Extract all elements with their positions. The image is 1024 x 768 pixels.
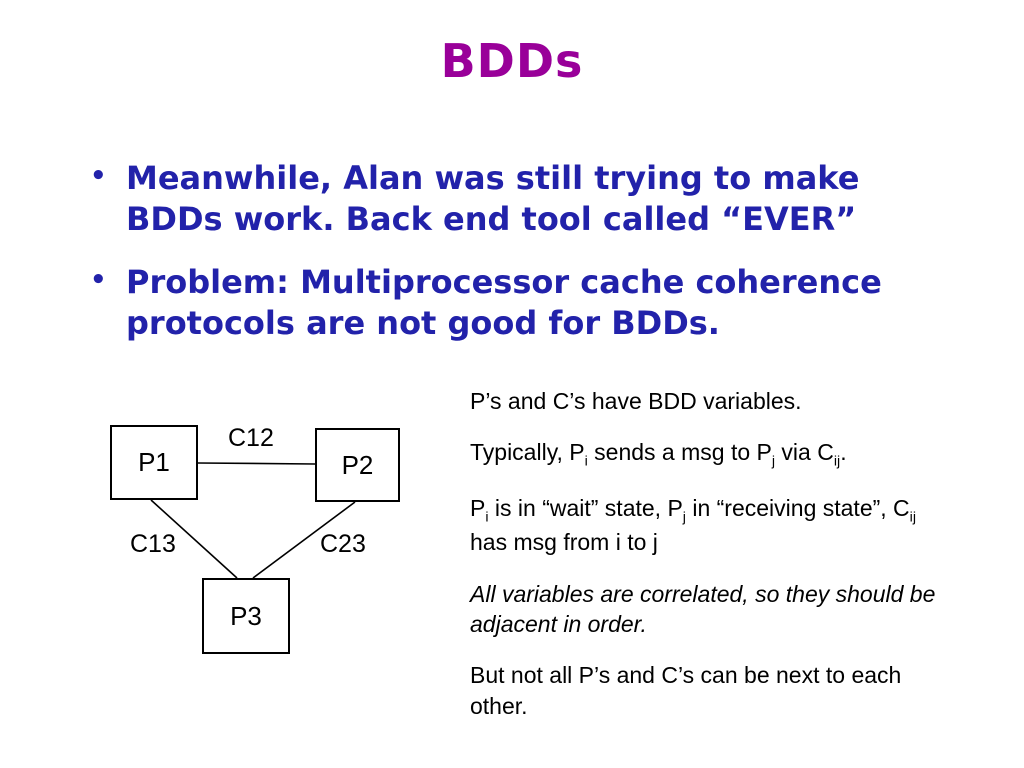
edge-p1-p2: [197, 462, 316, 465]
subscript-i: i: [584, 453, 588, 470]
note-text: has msg from i to j: [470, 529, 658, 556]
note-correlated: All variables are correlated, so they sh…: [470, 580, 936, 637]
bullet-item-meanwhile: • Meanwhile, Alan was still trying to ma…: [88, 158, 948, 240]
processor-triangle-diagram: P1 P2 P3 C12 C13 C23: [0, 380, 460, 710]
node-p3: P3: [202, 578, 290, 654]
edge-label-c12: C12: [228, 424, 274, 452]
note-text: Typically, P: [470, 439, 585, 466]
edge-p1-p3: [150, 499, 238, 579]
node-p2: P2: [315, 428, 400, 502]
note-text: .: [840, 439, 847, 466]
note-text: via C: [775, 439, 834, 466]
note-not-all-adjacent: But not all P’s and C’s can be next to e…: [470, 662, 902, 719]
bullet-item-problem: • Problem: Multiprocessor cache coherenc…: [88, 262, 948, 344]
node-p1: P1: [110, 425, 198, 500]
edge-label-c23: C23: [320, 530, 366, 558]
subscript-ij: ij: [909, 509, 917, 526]
bullet-marker: •: [90, 264, 107, 295]
subscript-j: j: [771, 453, 776, 470]
note-typically: Typically, Pi sends a msg to Pj via Cij.: [470, 437, 950, 471]
edge-label-c13: C13: [130, 530, 176, 558]
subscript-i: i: [485, 509, 489, 526]
note-text: in “receiving state”, C: [685, 494, 910, 521]
bullet-marker: •: [90, 161, 107, 191]
subscript-j: j: [682, 509, 686, 526]
bullet-text: Problem: Multiprocessor cache coherence …: [126, 262, 882, 342]
bullet-list: • Meanwhile, Alan was still trying to ma…: [88, 158, 948, 366]
note-wait-state: Pi is in “wait” state, Pj in “receiving …: [470, 493, 950, 558]
note-bdd-variables: P’s and C’s have BDD variables.: [470, 388, 802, 414]
notes-column: P’s and C’s have BDD variables. Typicall…: [470, 386, 950, 742]
edge-p2-p3: [252, 501, 356, 579]
subscript-ij: ij: [833, 453, 841, 470]
diagram-lines: [150, 462, 356, 579]
note-text: P: [470, 494, 486, 521]
page-title: BDDs: [440, 34, 584, 88]
note-text: is in “wait” state, P: [488, 494, 683, 521]
bullet-text: Meanwhile, Alan was still trying to make…: [126, 159, 860, 238]
note-text: sends a msg to P: [587, 439, 772, 466]
